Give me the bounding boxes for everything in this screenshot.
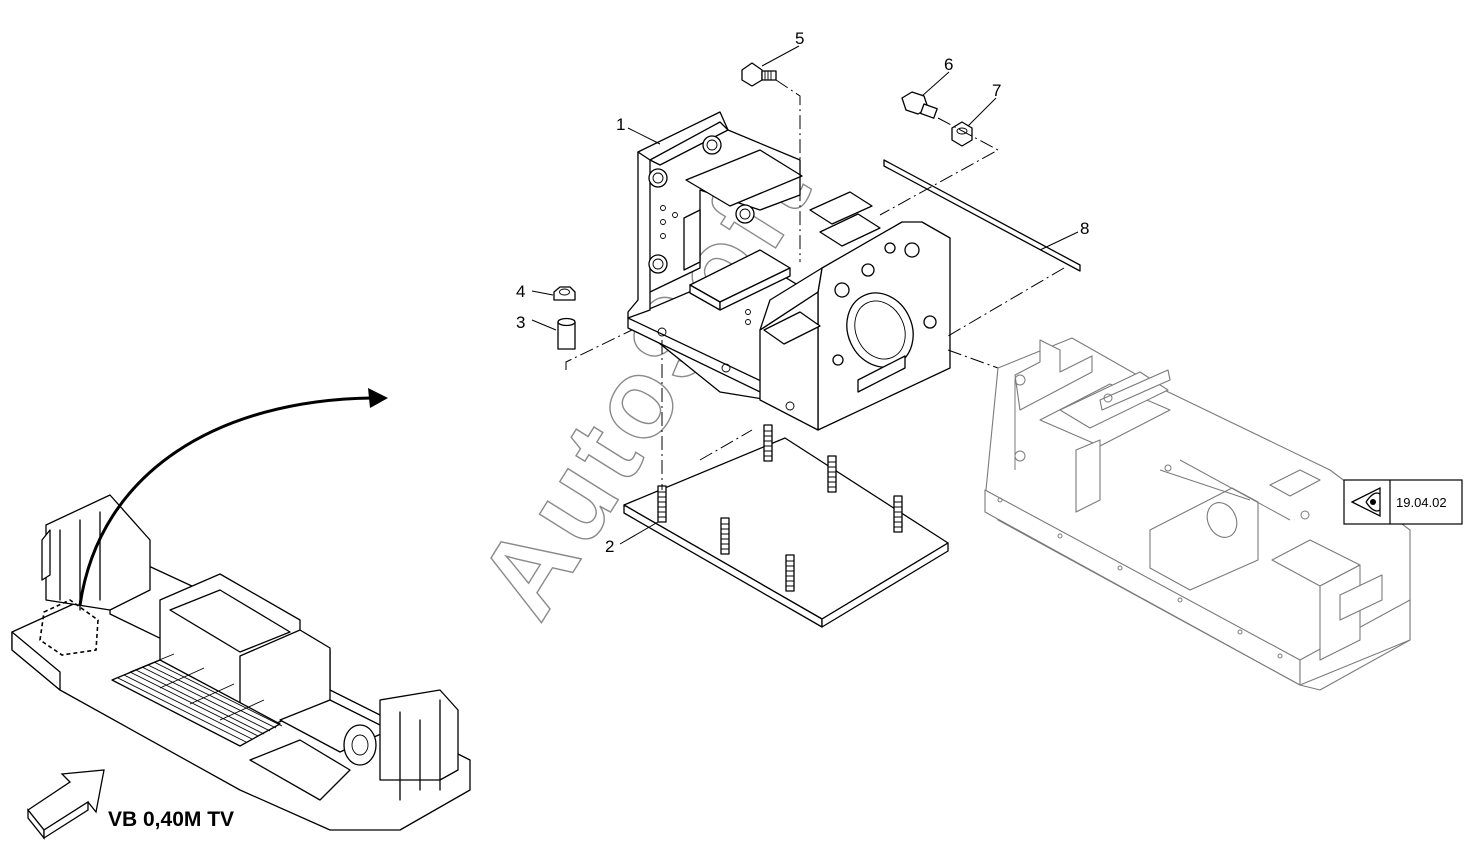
callout-3: 3 [516,313,525,332]
lock-nut [951,121,973,147]
hex-bolt [901,91,938,119]
callout-labels: 1 2 3 4 5 6 7 8 [516,29,1089,556]
selection-outline [39,599,99,656]
base-plate [623,437,949,628]
callout-7: 7 [992,81,1001,100]
flange-bolt [741,62,777,87]
callout-4: 4 [516,282,525,301]
pointer-arrow [78,388,388,606]
threaded-studs [657,424,903,592]
machine-overview [11,388,471,831]
view-label: VB 0,40M TV [108,808,234,831]
flat-bar [883,159,1081,272]
reference-box[interactable]: 19.04.02 [1343,479,1463,525]
spacer-sleeve [557,317,576,350]
view-direction-arrow [27,769,105,840]
callout-leaders [531,45,1079,545]
eye-icon [1350,486,1381,518]
assembly-lines [565,79,1065,490]
callout-6: 6 [944,55,953,74]
hex-nut [553,286,576,301]
reference-label: 19.04.02 [1396,495,1447,510]
reference-assembly [984,337,1411,691]
main-bracket [627,111,951,431]
callout-8: 8 [1080,219,1089,238]
callout-5: 5 [795,29,804,48]
callout-2: 2 [605,537,614,556]
callout-1: 1 [616,115,625,134]
